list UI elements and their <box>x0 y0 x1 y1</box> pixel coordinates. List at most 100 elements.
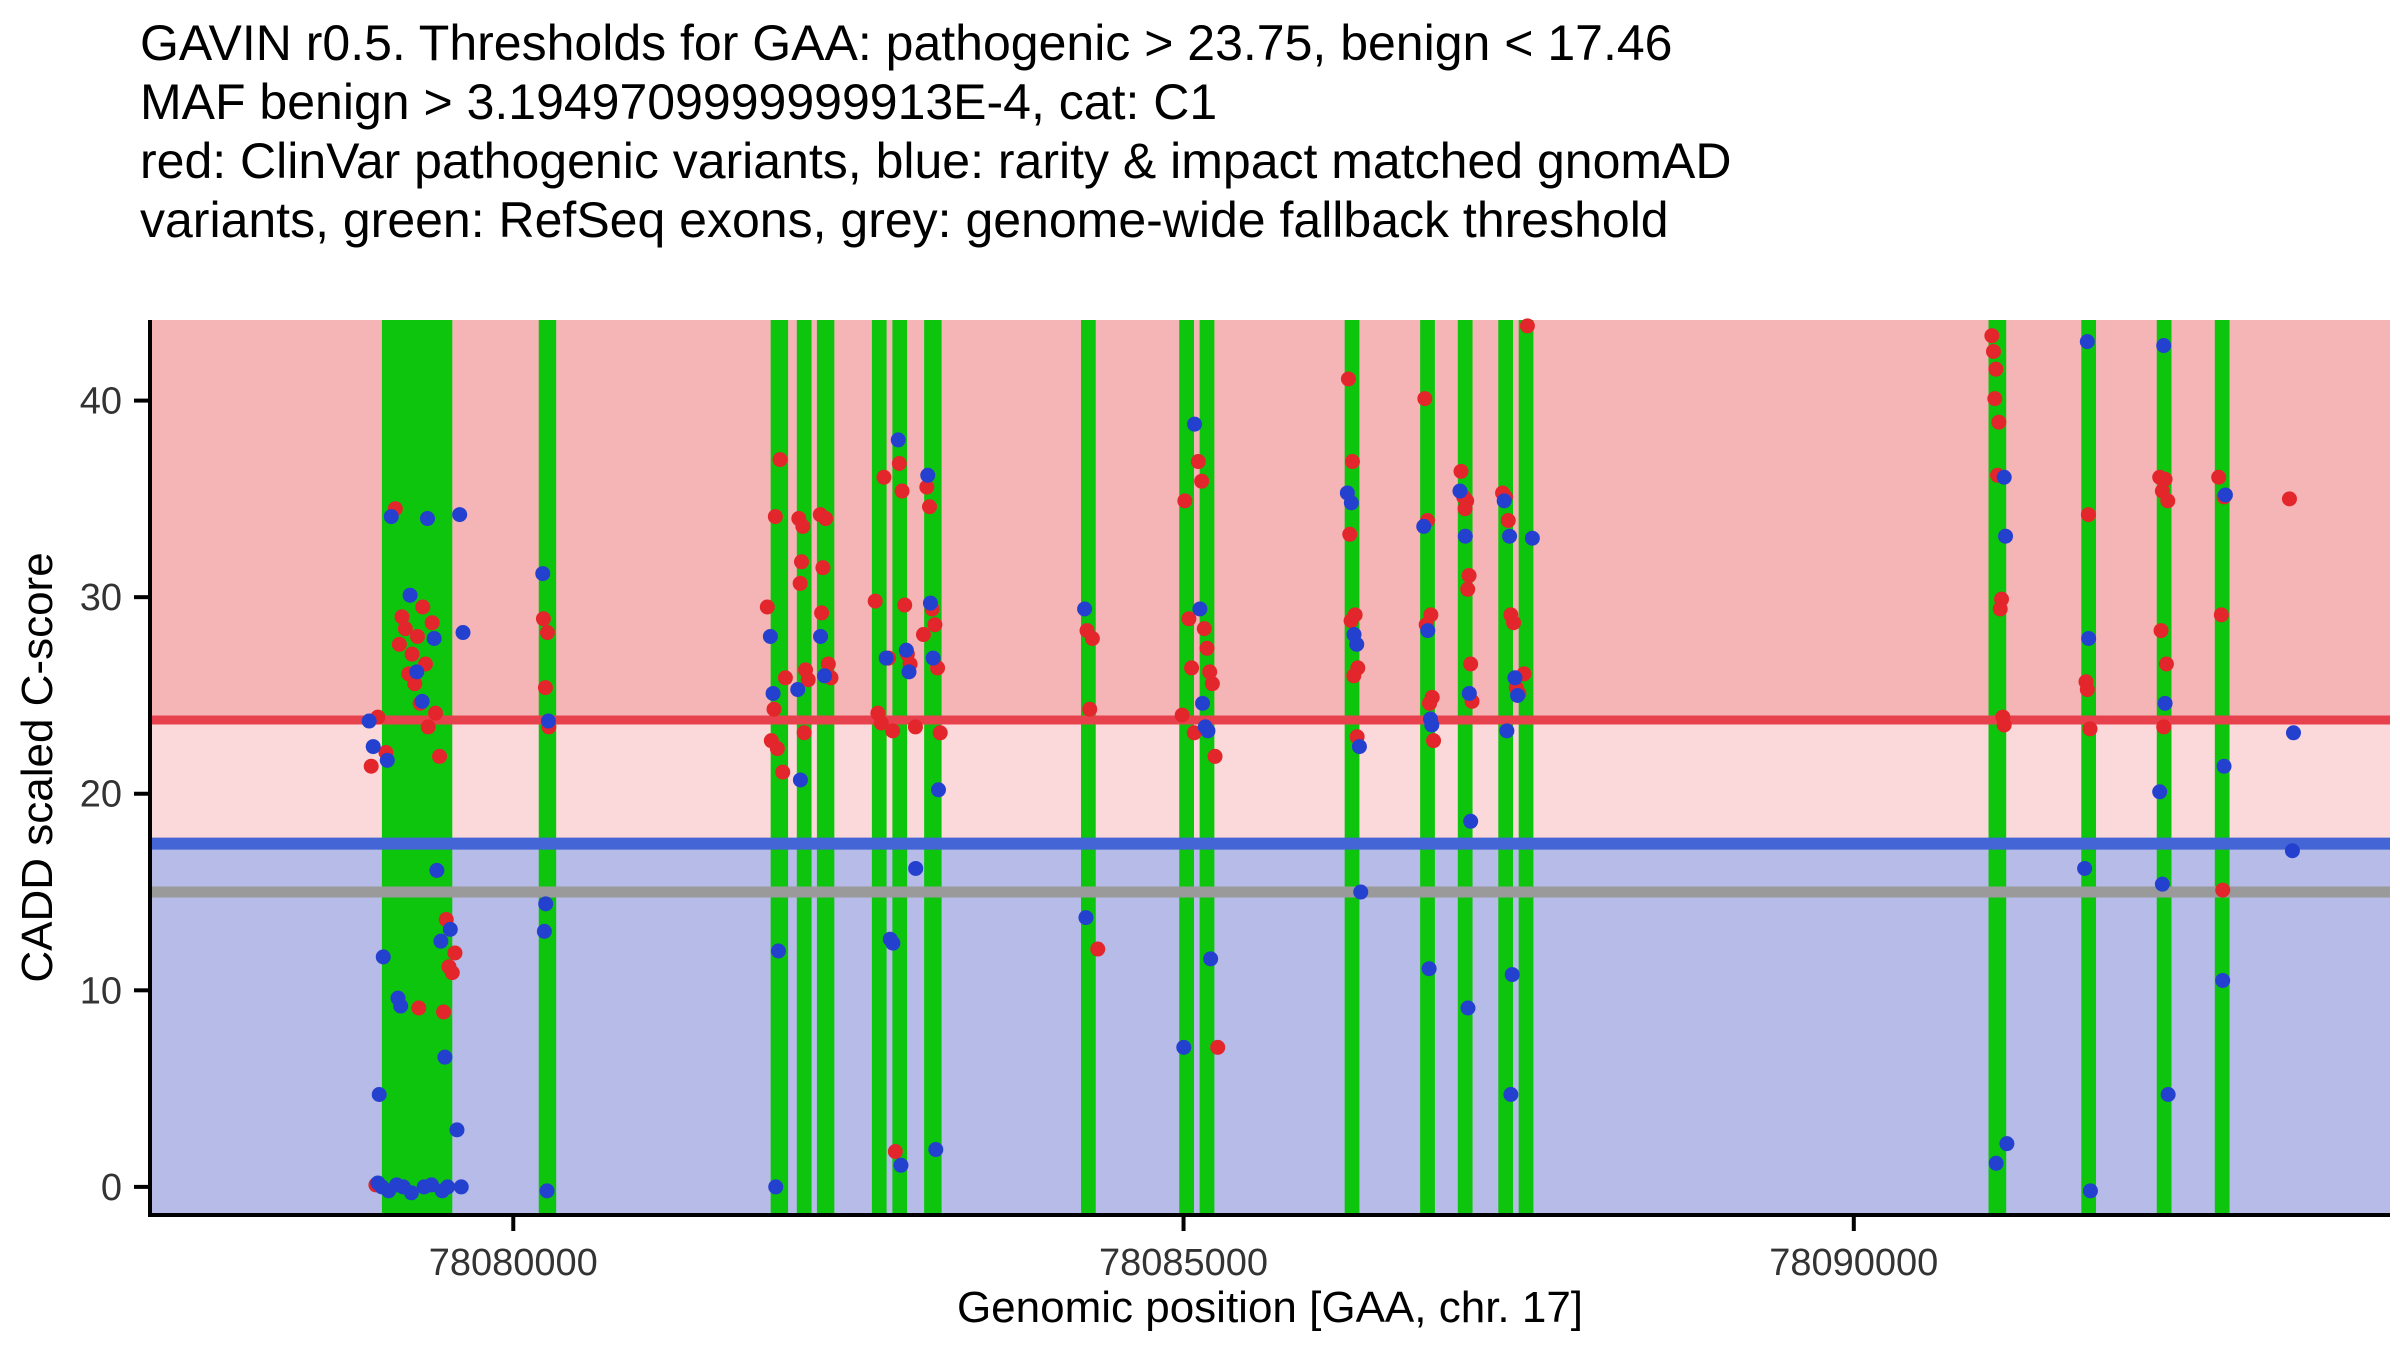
clinvar-point <box>444 965 460 981</box>
gnomad-point <box>1416 518 1432 534</box>
clinvar-point <box>1204 676 1220 692</box>
gnomad-point <box>455 625 471 641</box>
gnomad-point <box>885 935 901 951</box>
gnomad-point <box>426 630 442 646</box>
y-tick-label: 40 <box>80 381 122 423</box>
gnomad-point <box>792 772 808 788</box>
clinvar-point <box>927 617 943 633</box>
gnomad-point <box>536 923 552 939</box>
gnomad-point <box>1510 687 1526 703</box>
intermediate-region-band <box>150 720 2390 844</box>
gnomad-point <box>1078 910 1094 926</box>
gnomad-point <box>928 1142 944 1158</box>
clinvar-point <box>1426 733 1442 749</box>
refseq-exon-bar <box>1420 320 1435 1215</box>
gnomad-point <box>1187 416 1203 432</box>
clinvar-point <box>420 719 436 735</box>
clinvar-point <box>1343 613 1359 629</box>
clinvar-point <box>818 511 834 527</box>
clinvar-point <box>1342 526 1358 542</box>
gnomad-point <box>1502 528 1518 544</box>
y-tick-label: 0 <box>101 1167 122 1209</box>
clinvar-point <box>397 621 413 637</box>
clinvar-point <box>1987 391 2003 407</box>
gnomad-point <box>920 467 936 483</box>
clinvar-point <box>363 758 379 774</box>
gnomad-point <box>1504 967 1520 983</box>
clinvar-point <box>535 611 551 627</box>
gnomad-point <box>371 1087 387 1103</box>
x-axis-title: Genomic position [GAA, chr. 17] <box>957 1283 1583 1332</box>
clinvar-point <box>2157 471 2173 487</box>
clinvar-point <box>894 483 910 499</box>
refseq-exon-bar <box>1988 320 2007 1215</box>
clinvar-point <box>407 676 423 692</box>
refseq-exon-bar <box>871 320 887 1215</box>
gnomad-point <box>893 1157 909 1173</box>
x-tick-label: 78080000 <box>429 1242 598 1284</box>
clinvar-point <box>907 719 923 735</box>
gnomad-point <box>1998 528 2014 544</box>
clinvar-point <box>820 656 836 672</box>
gnomad-point <box>365 739 381 755</box>
gnomad-point <box>1203 951 1219 967</box>
clinvar-point <box>411 1000 427 1016</box>
clinvar-point <box>759 599 775 615</box>
refseq-exon-bar <box>924 320 942 1215</box>
gnomad-point <box>453 1179 469 1195</box>
gnomad-point <box>1353 884 1369 900</box>
gnomad-point <box>1192 601 1208 617</box>
clinvar-point <box>793 554 809 570</box>
clinvar-point <box>792 575 808 591</box>
gnomad-point <box>1496 493 1512 509</box>
clinvar-point <box>415 599 431 615</box>
clinvar-point <box>2082 721 2098 737</box>
gnomad-point <box>538 896 554 912</box>
gnomad-point <box>2079 334 2095 350</box>
clinvar-point <box>1988 361 2004 377</box>
gnomad-point <box>1200 723 1216 739</box>
gnomad-point <box>878 650 894 666</box>
clinvar-point <box>873 715 889 731</box>
y-tick-label: 10 <box>80 970 122 1012</box>
clinvar-point <box>1090 941 1106 957</box>
refseq-exon-bar <box>796 320 812 1215</box>
gnomad-point <box>1460 1000 1476 1016</box>
gnomad-point <box>2284 843 2300 859</box>
refseq-exon-bar <box>1199 320 1215 1215</box>
clinvar-point <box>1500 513 1516 529</box>
y-tick-label: 30 <box>80 577 122 619</box>
gnomad-point <box>2285 725 2301 741</box>
clinvar-point <box>1177 493 1193 509</box>
clinvar-point <box>1422 695 1438 711</box>
gnomad-point <box>361 713 377 729</box>
gnomad-point <box>908 860 924 876</box>
clinvar-point <box>1174 707 1190 723</box>
gnomad-point <box>1421 961 1437 977</box>
gnomad-point <box>2077 860 2093 876</box>
title-line-3: red: ClinVar pathogenic variants, blue: … <box>140 133 1732 189</box>
clinvar-point <box>2079 682 2095 698</box>
clinvar-point <box>432 748 448 764</box>
pathogenic-region-band <box>150 320 2390 721</box>
clinvar-point <box>1992 601 2008 617</box>
gnomad-point <box>2156 338 2172 354</box>
refseq-exon-bar <box>816 320 835 1215</box>
clinvar-point <box>1184 660 1200 676</box>
refseq-exon-bar <box>2156 320 2172 1215</box>
gnomad-point <box>1457 528 1473 544</box>
clinvar-point <box>1457 501 1473 517</box>
clinvar-point <box>1084 630 1100 646</box>
gnomad-point <box>414 693 430 709</box>
gnomad-point <box>1503 1087 1519 1103</box>
clinvar-point <box>769 741 785 757</box>
clinvar-point <box>1460 581 1476 597</box>
clinvar-point <box>775 764 791 780</box>
gnomad-point <box>1195 695 1211 711</box>
gnomad-point <box>1077 601 1093 617</box>
clinvar-point <box>1463 656 1479 672</box>
title-line-4: variants, green: RefSeq exons, grey: gen… <box>140 192 1669 248</box>
plot-title: GAVIN r0.5. Thresholds for GAA: pathogen… <box>140 14 1731 250</box>
gnomad-point <box>433 933 449 949</box>
clinvar-point <box>2156 719 2172 735</box>
